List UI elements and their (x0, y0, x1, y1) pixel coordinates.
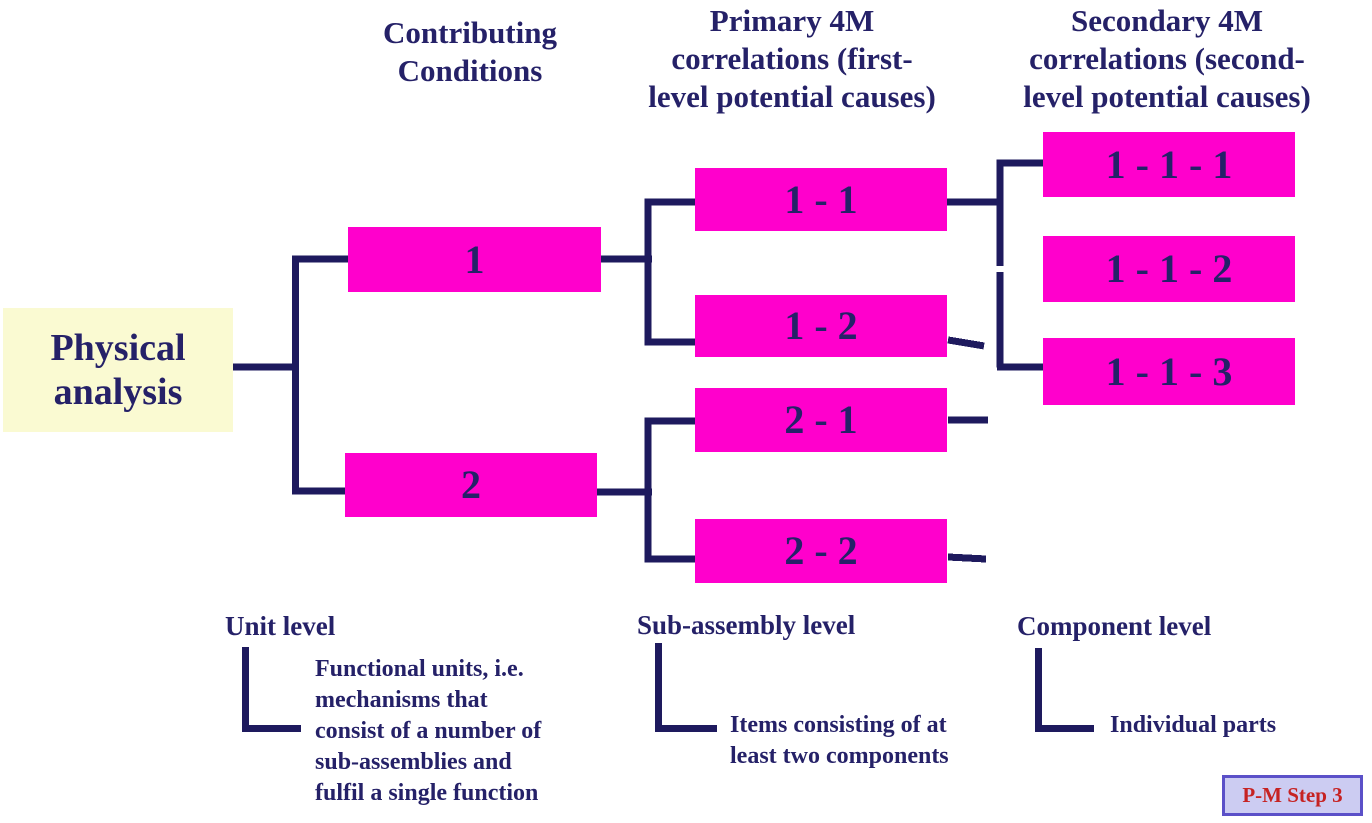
pm-step-badge: P-M Step 3 (1222, 775, 1363, 816)
legend-sub-assembly-desc: Items consisting of at least two compone… (730, 712, 949, 769)
node-1: 1 (348, 227, 601, 292)
node-2-2: 2 - 2 (695, 519, 947, 583)
node-2-1: 2 - 1 (695, 388, 947, 452)
legend-component-title: Component level (1017, 611, 1212, 641)
legend-sub-assembly-title: Sub-assembly level (637, 610, 856, 640)
header-secondary-4m: Secondary 4M correlations (second- level… (1023, 3, 1311, 114)
node-1-1: 1 - 1 (695, 168, 947, 231)
header-contributing-conditions: Contributing Conditions (383, 15, 557, 88)
node-1-1-1: 1 - 1 - 1 (1043, 132, 1295, 197)
node-1-2: 1 - 2 (695, 295, 947, 357)
header-primary-4m: Primary 4M correlations (first- level po… (648, 3, 936, 114)
legend-component-desc: Individual parts (1110, 712, 1277, 738)
node-2: 2 (345, 453, 597, 517)
legend-unit-level-title: Unit level (225, 611, 336, 641)
legend-unit-level-desc: Functional units, i.e. mechanisms that c… (315, 656, 542, 806)
node-1-1-3: 1 - 1 - 3 (1043, 338, 1295, 405)
node-1-1-2: 1 - 1 - 2 (1043, 236, 1295, 302)
physical-analysis-node: Physical analysis (3, 308, 233, 432)
